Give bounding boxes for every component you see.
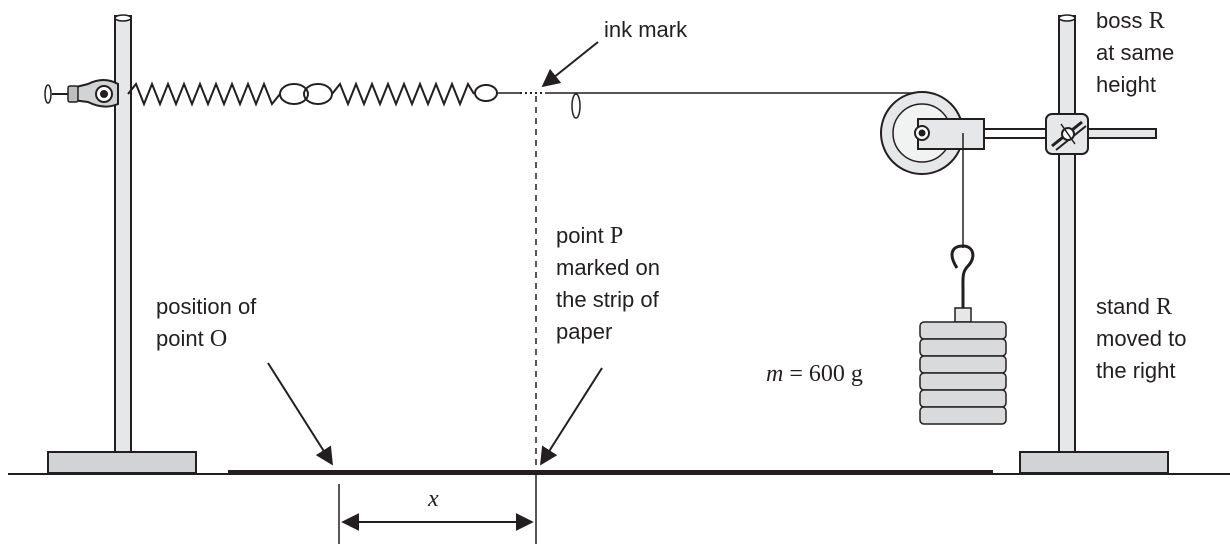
left-stand — [44, 14, 197, 474]
label-point-p: point P — [556, 223, 623, 249]
right-stand-rod — [1058, 15, 1076, 453]
pulley — [880, 91, 1048, 175]
point-o-arrow — [267, 362, 333, 466]
spring-1 — [127, 81, 281, 107]
spring-2 — [331, 81, 475, 107]
spring-assembly — [127, 81, 520, 107]
label-point-p-line4: paper — [556, 319, 612, 344]
label-boss-r: boss R — [1096, 8, 1165, 34]
left-stand-rod — [114, 15, 132, 453]
label-point-p-line3: the strip of — [556, 287, 660, 312]
label-stand-r: stand R — [1096, 294, 1172, 320]
string-break-mark — [571, 93, 581, 119]
label-stand-r-line2: moved to — [1096, 326, 1187, 351]
label-position-o: position of — [156, 294, 257, 319]
label-ink-mark: ink mark — [604, 17, 688, 42]
right-stand-base — [1019, 451, 1169, 474]
ink-mark-arrow — [541, 41, 599, 88]
label-point-p-line2: marked on — [556, 255, 660, 280]
left-stand-base — [47, 451, 197, 474]
spring-loop — [279, 83, 309, 105]
slotted-masses — [919, 321, 1007, 425]
label-mass: m = 600 g — [766, 361, 863, 387]
label-dim-x: x — [427, 486, 439, 512]
mass-hook — [950, 244, 975, 291]
label-position-o-line2: point O — [156, 326, 227, 352]
mass-hanger — [919, 244, 1007, 425]
label-boss-r-line2: at same — [1096, 40, 1174, 65]
point-p-arrow — [540, 367, 603, 466]
label-stand-r-line3: the right — [1096, 358, 1176, 383]
right-stand — [1019, 14, 1169, 474]
label-boss-r-line3: height — [1096, 72, 1156, 97]
